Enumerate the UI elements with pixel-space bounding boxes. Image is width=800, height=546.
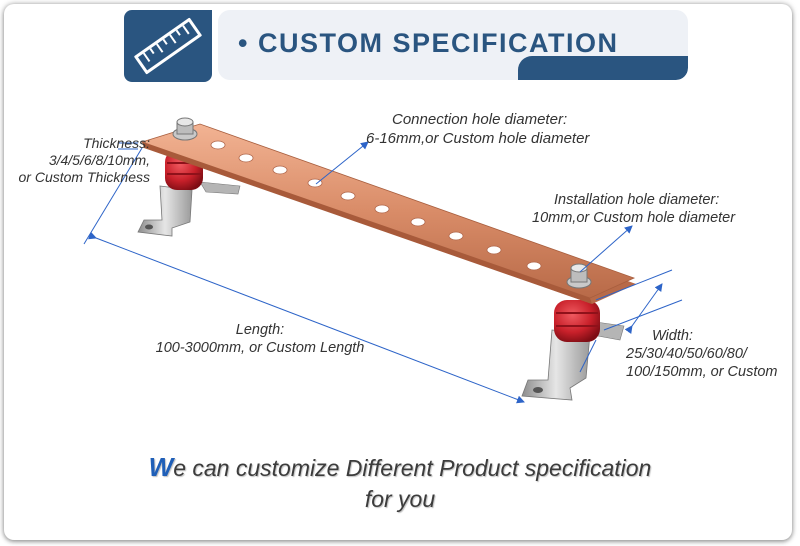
left-bolt [172, 117, 198, 141]
ruler-icon [134, 17, 202, 75]
width-label: Width: 25/30/40/50/60/80/ 100/150mm, or … [626, 327, 778, 381]
title-accent-bar [518, 56, 688, 80]
connection-hole-label: Connection hole diameter: 6-16mm,or Cust… [366, 110, 589, 148]
width-values: 25/30/40/50/60/80/ [626, 346, 747, 362]
width-title: Width: [652, 328, 693, 344]
length-values: 100-3000mm, or Custom Length [155, 340, 365, 356]
header-icon-box [124, 10, 212, 82]
left-bracket [137, 181, 241, 237]
thickness-label: Thickness: 3/4/5/6/8/10mm, or Custom Thi… [10, 135, 150, 186]
installation-hole-values: 10mm,or Custom hole diameter [532, 210, 736, 226]
tagline: We can customize Different Product speci… [0, 452, 800, 515]
connection-hole-title: Connection hole diameter: [392, 111, 568, 128]
tagline-first-letter: W [148, 452, 174, 482]
tagline-line-1: We can customize Different Product speci… [0, 452, 800, 484]
length-label: Length: 100-3000mm, or Custom Length [150, 321, 370, 357]
installation-hole-label: Installation hole diameter: 10mm,or Cust… [532, 191, 735, 227]
page-title: • CUSTOM SPECIFICATION [238, 28, 619, 58]
right-insulator [554, 300, 600, 342]
connection-hole-values: 6-16mm,or Custom hole diameter [366, 130, 590, 147]
width-custom: 100/150mm, or Custom [626, 364, 778, 380]
tagline-line-1-text: e can customize Different Product specif… [173, 455, 652, 481]
installation-hole-title: Installation hole diameter: [554, 192, 720, 208]
title-banner: • CUSTOM SPECIFICATION [218, 10, 688, 80]
thickness-values: 3/4/5/6/8/10mm, [48, 152, 150, 168]
tagline-line-2: for you [364, 486, 436, 512]
length-title: Length: [235, 322, 285, 338]
dimension-lines [83, 141, 683, 404]
right-bolt [566, 263, 592, 289]
right-bracket [521, 321, 625, 401]
thickness-custom: or Custom Thickness [18, 169, 150, 185]
thickness-title: Thickness: [83, 135, 150, 151]
